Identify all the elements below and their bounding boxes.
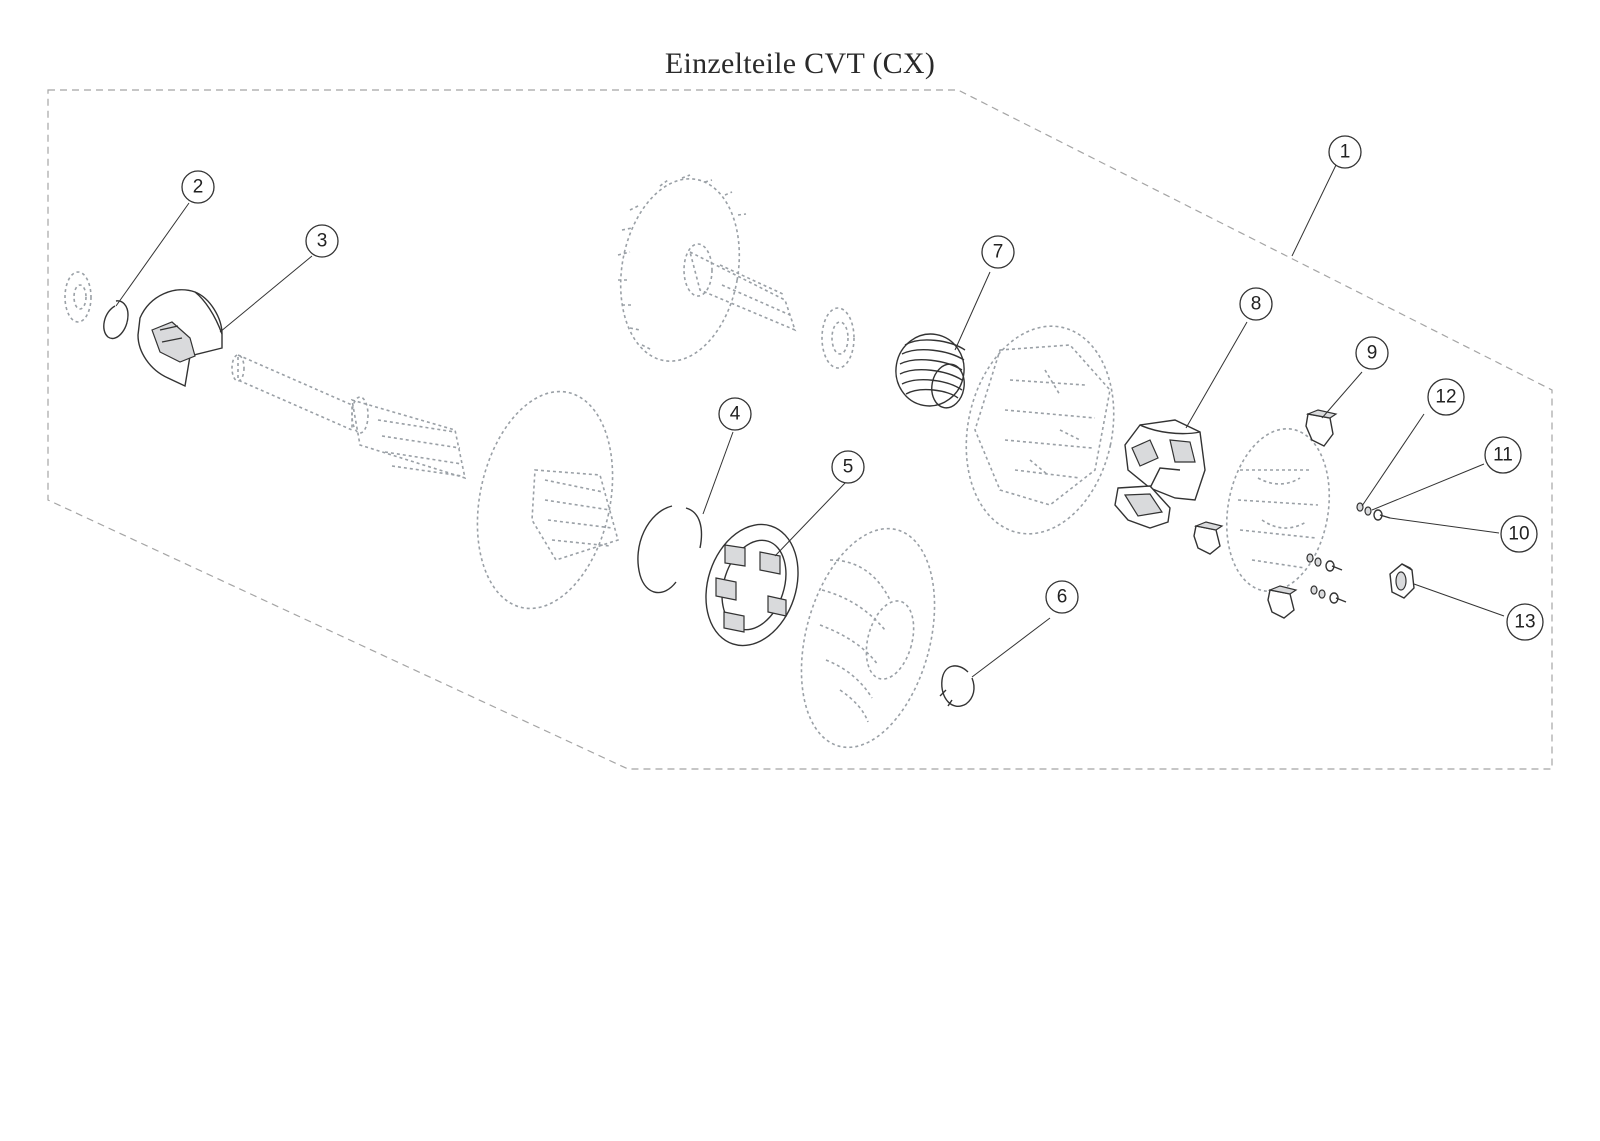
part-washer-12 xyxy=(1356,502,1364,512)
ghost-pulley-disc-left xyxy=(476,390,619,610)
leader-11 xyxy=(1371,463,1485,511)
leader-1 xyxy=(1291,164,1337,257)
leader-lines xyxy=(115,164,1505,678)
leader-5 xyxy=(774,481,847,557)
part-slider-9 xyxy=(1305,409,1338,447)
part-slider-extra-b xyxy=(1267,585,1298,619)
callout-label-2: 2 xyxy=(193,177,204,198)
part-snap-ring-6 xyxy=(939,665,975,707)
callout-4: 4 xyxy=(718,397,752,431)
part-ring-4 xyxy=(637,505,703,594)
callout-10: 10 xyxy=(1500,515,1538,553)
callout-label-3: 3 xyxy=(317,231,328,252)
callout-label-13: 13 xyxy=(1514,612,1535,633)
part-spring-7 xyxy=(895,333,966,409)
part-roller-cage-5 xyxy=(705,523,799,647)
leader-2 xyxy=(115,202,190,307)
callout-label-11: 11 xyxy=(1493,445,1513,466)
callout-11: 11 xyxy=(1484,436,1522,474)
leader-9 xyxy=(1321,371,1363,419)
part-screw-10 xyxy=(1373,509,1391,521)
assembly-boundary xyxy=(47,89,1553,770)
part-slider-extra-a xyxy=(1193,521,1224,555)
leader-8 xyxy=(1185,321,1248,429)
callout-13: 13 xyxy=(1506,603,1544,641)
callout-3: 3 xyxy=(305,224,339,258)
callout-label-7: 7 xyxy=(993,242,1004,263)
callout-9: 9 xyxy=(1355,336,1389,370)
part-nut-13 xyxy=(1389,563,1415,599)
callout-2: 2 xyxy=(181,170,215,204)
part-clutch-carrier-8 xyxy=(1114,419,1206,529)
callout-8: 8 xyxy=(1239,287,1273,321)
callout-6: 6 xyxy=(1045,580,1079,614)
leader-13 xyxy=(1413,583,1505,617)
callout-1: 1 xyxy=(1328,135,1362,169)
ghost-shaft-left xyxy=(231,353,467,480)
callout-12: 12 xyxy=(1427,378,1465,416)
part-circlip-2 xyxy=(103,300,129,340)
leader-7 xyxy=(954,271,991,351)
callout-label-8: 8 xyxy=(1251,294,1262,315)
callout-label-10: 10 xyxy=(1508,524,1529,545)
part-screw-set-b xyxy=(1310,585,1347,604)
ghost-washer-left xyxy=(64,271,92,323)
callout-label-6: 6 xyxy=(1057,587,1068,608)
callout-label-4: 4 xyxy=(730,404,741,425)
callout-label-1: 1 xyxy=(1340,142,1351,163)
leader-10 xyxy=(1389,517,1500,534)
ghost-variator-housing xyxy=(965,325,1115,535)
part-screw-set-a xyxy=(1306,553,1343,572)
callout-label-5: 5 xyxy=(843,457,854,478)
callout-label-9: 9 xyxy=(1367,343,1378,364)
callout-7: 7 xyxy=(981,235,1015,269)
part-washer-11 xyxy=(1364,506,1372,516)
leader-4 xyxy=(702,431,734,515)
ghost-pulley-bottom xyxy=(800,527,936,749)
leader-6 xyxy=(971,617,1051,678)
leader-3 xyxy=(219,255,313,333)
callout-label-12: 12 xyxy=(1435,387,1456,408)
callout-5: 5 xyxy=(831,450,865,484)
ghost-ramp-plate xyxy=(1225,427,1331,593)
part-cover-cap-3 xyxy=(137,289,223,388)
page-title: Einzelteile CVT (CX) xyxy=(664,47,936,80)
ghost-pulley-top xyxy=(617,174,855,369)
leader-12 xyxy=(1361,413,1425,507)
